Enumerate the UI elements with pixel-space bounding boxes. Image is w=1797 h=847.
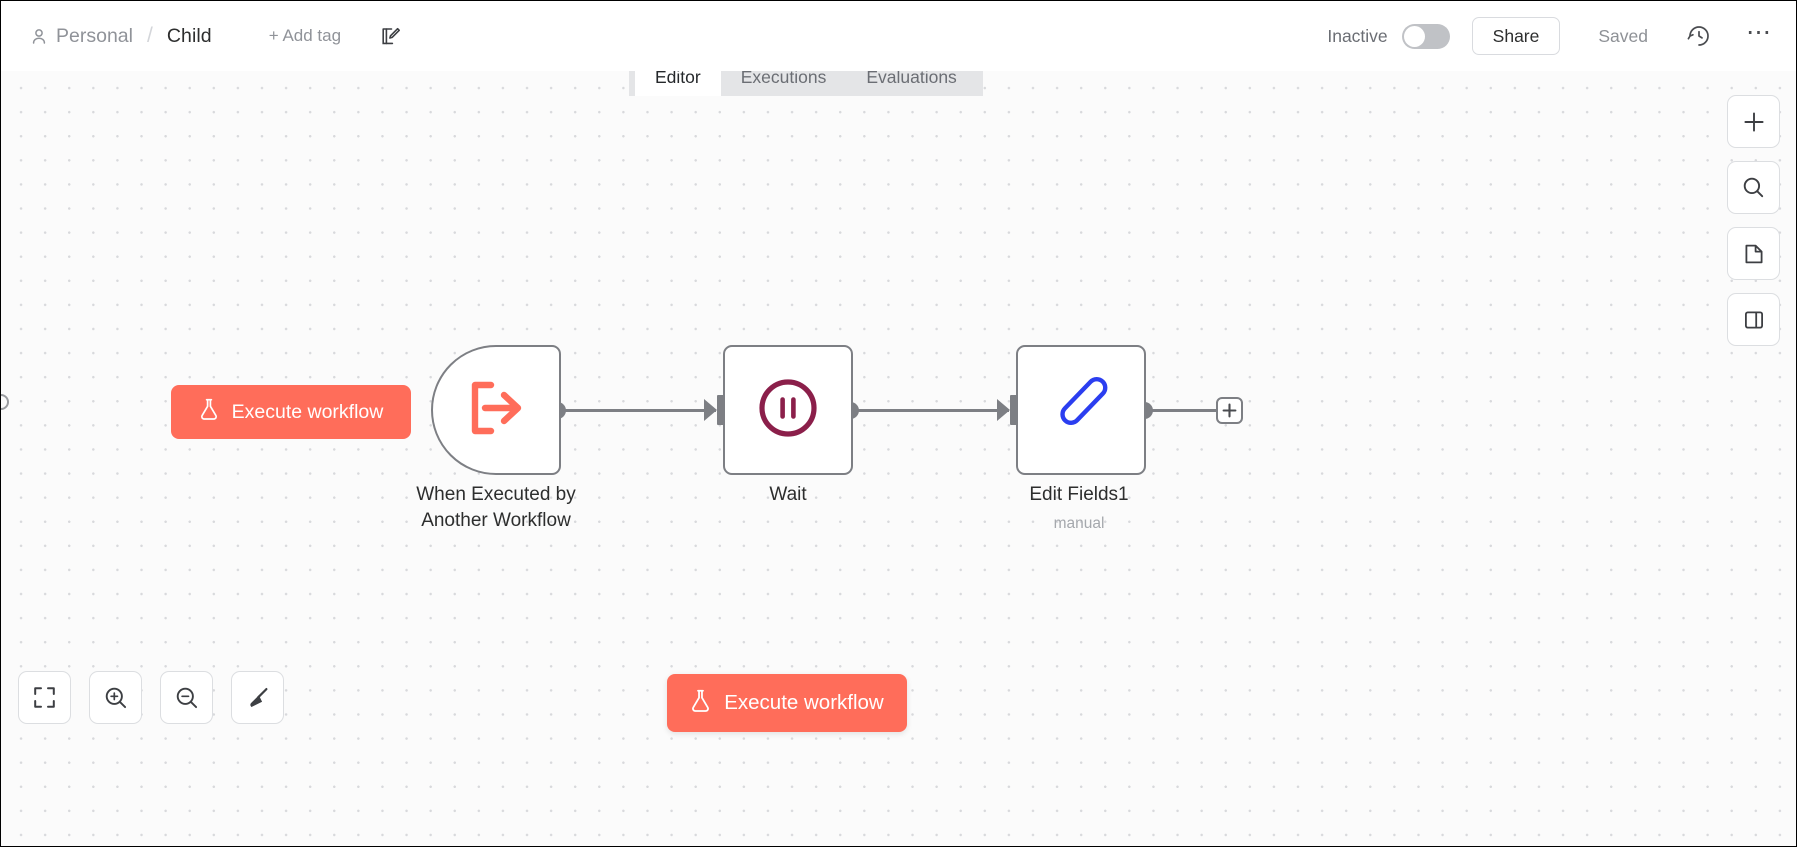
node-subtitle-edit-fields1: manual — [1053, 515, 1105, 532]
toggle-knob — [1403, 25, 1425, 47]
workflow-canvas[interactable]: When Executed by Another Workflow Execut… — [1, 69, 1796, 846]
activation-status-label: Inactive — [1327, 25, 1388, 46]
editfields-input-arrow — [997, 399, 1010, 421]
toggle-panel-button[interactable] — [1727, 293, 1780, 346]
wait-input-bar — [717, 395, 726, 425]
plus-icon — [1743, 111, 1764, 132]
node-label-trigger: When Executed by Another Workflow — [416, 484, 576, 531]
note-page-icon — [1745, 244, 1762, 263]
workflow-name[interactable]: Child — [166, 24, 212, 47]
add-sticky-note-button[interactable] — [1727, 227, 1780, 280]
search-icon — [1743, 177, 1764, 198]
ellipsis-icon[interactable]: ⋯ — [1746, 17, 1772, 46]
note-edit-icon[interactable] — [379, 25, 401, 47]
flask-icon — [199, 398, 219, 426]
node-label-edit-fields1: Edit Fields1 — [1029, 484, 1129, 505]
node-label-wait: Wait — [769, 484, 807, 505]
zoom-in-button[interactable] — [89, 671, 142, 724]
add-tag-button[interactable]: + Add tag — [268, 26, 342, 45]
person-icon — [31, 28, 47, 45]
edge-trigger-to-wait[interactable] — [561, 409, 716, 412]
fit-screen-icon — [34, 687, 55, 708]
add-node-button[interactable] — [1727, 95, 1780, 148]
side-panel-icon — [1744, 311, 1763, 328]
pen-icon — [1048, 375, 1114, 446]
flask-icon — [690, 689, 711, 718]
canvas-zoom-toolbar — [18, 671, 284, 724]
wait-input-arrow — [704, 399, 717, 421]
breadcrumb-project-label: Personal — [56, 24, 133, 47]
canvas-left-stub — [1, 394, 9, 410]
zoom-out-button[interactable] — [160, 671, 213, 724]
save-status-label: Saved — [1598, 25, 1648, 46]
pause-circle-icon — [757, 377, 819, 444]
zoom-out-icon — [176, 687, 197, 708]
node-edit-fields1[interactable] — [1016, 345, 1146, 475]
share-button[interactable]: Share — [1471, 17, 1561, 55]
activation-toggle[interactable] — [1401, 23, 1450, 49]
search-nodes-button[interactable] — [1727, 161, 1780, 214]
node-when-executed-by-another-workflow[interactable] — [431, 345, 561, 475]
edge-editfields-to-add[interactable] — [1147, 409, 1219, 412]
broom-icon — [249, 687, 267, 707]
tab-executions[interactable]: Executions — [740, 67, 827, 87]
execute-workflow-label: Execute workflow — [724, 691, 884, 714]
editfields-input-bar — [1010, 395, 1019, 425]
add-node-endpoint-button[interactable] — [1216, 397, 1243, 424]
execute-arrow-out-icon — [463, 376, 529, 445]
edge-wait-to-editfields[interactable] — [854, 409, 1009, 412]
tidy-up-button[interactable] — [231, 671, 284, 724]
breadcrumb-separator: / — [146, 24, 153, 47]
history-clock-icon[interactable] — [1686, 23, 1712, 49]
fit-view-button[interactable] — [18, 671, 71, 724]
breadcrumb: Personal / Child — [31, 24, 212, 48]
zoom-in-icon — [105, 687, 126, 708]
tab-evaluations[interactable]: Evaluations — [866, 67, 957, 87]
execute-workflow-node-button[interactable]: Execute workflow — [171, 385, 411, 439]
execute-workflow-node-label: Execute workflow — [231, 400, 384, 423]
app-header: Personal / Child + Add tag Inactive Shar… — [1, 1, 1796, 71]
node-wait[interactable] — [723, 345, 853, 475]
plus-icon — [1222, 403, 1237, 418]
execute-workflow-button[interactable]: Execute workflow — [667, 674, 907, 732]
breadcrumb-project[interactable]: Personal — [31, 25, 133, 48]
canvas-actions-toolbar — [1727, 95, 1780, 346]
